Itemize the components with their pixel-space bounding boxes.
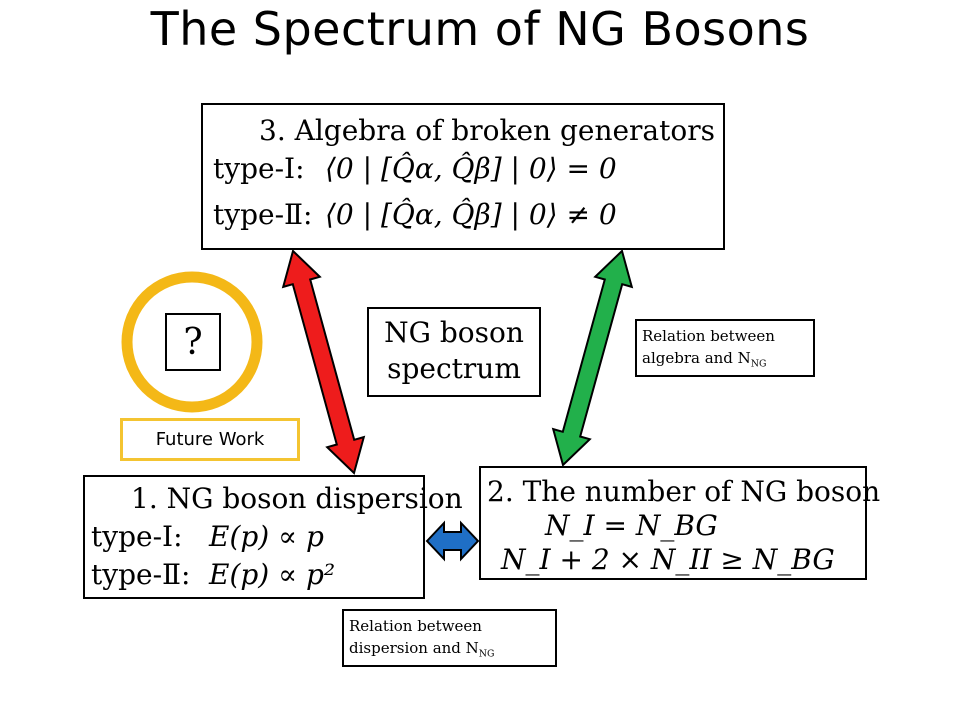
relation-algebra-line2: algebra and NNG xyxy=(642,349,766,373)
center-line2: spectrum xyxy=(387,352,521,385)
dispersion-type2-expr: E(p) ∝ p² xyxy=(209,558,336,591)
number-box: 2. The number of NG boson N_I = N_BG N_I… xyxy=(479,466,880,580)
number-heading: 2. The number of NG boson xyxy=(487,475,881,508)
future-work-ring xyxy=(121,271,263,413)
algebra-type2-label: type-Ⅱ: xyxy=(213,198,313,231)
red-double-arrow xyxy=(281,249,366,475)
relation-algebra-text: algebra and N xyxy=(642,349,751,367)
dispersion-box: 1. NG boson dispersion type-I: E(p) ∝ p … xyxy=(83,475,463,599)
relation-dispersion-sub: NG xyxy=(478,648,495,660)
page-title: The Spectrum of NG Bosons xyxy=(150,2,810,56)
dispersion-heading: 1. NG boson dispersion xyxy=(131,482,463,515)
green-double-arrow xyxy=(551,249,634,467)
number-eq2: N_I + 2 × N_II ≥ N_BG xyxy=(501,543,835,576)
algebra-heading: 3. Algebra of broken generators xyxy=(259,114,715,147)
relation-algebra-sub: NG xyxy=(750,358,767,370)
algebra-type2-expr: ⟨0 | [Q̂α, Q̂β] | 0⟩ ≠ 0 xyxy=(325,198,617,231)
dispersion-type1-expr: E(p) ∝ p xyxy=(209,520,324,553)
dispersion-type1-label: type-I: xyxy=(91,520,183,553)
number-eq1: N_I = N_BG xyxy=(545,509,718,542)
relation-algebra-line1: Relation between xyxy=(642,327,775,345)
dispersion-type2-label: type-Ⅱ: xyxy=(91,558,191,591)
future-work-label: Future Work xyxy=(120,418,300,461)
blue-double-arrow xyxy=(425,520,480,562)
algebra-type1-expr: ⟨0 | [Q̂α, Q̂β] | 0⟩ = 0 xyxy=(325,152,617,185)
relation-dispersion-text: dispersion and N xyxy=(349,639,479,657)
relation-algebra-box: Relation between algebra and NNG xyxy=(635,319,815,377)
relation-dispersion-line2: dispersion and NNG xyxy=(349,639,494,663)
question-box: ? xyxy=(165,313,221,371)
relation-dispersion-line1: Relation between xyxy=(349,617,482,635)
algebra-box: 3. Algebra of broken generators type-I: … xyxy=(201,103,725,250)
relation-dispersion-box: Relation between dispersion and NNG xyxy=(342,609,557,667)
algebra-type1-label: type-I: xyxy=(213,152,305,185)
ng-boson-spectrum-box: NG boson spectrum xyxy=(367,307,541,397)
center-line1: NG boson xyxy=(384,316,524,349)
